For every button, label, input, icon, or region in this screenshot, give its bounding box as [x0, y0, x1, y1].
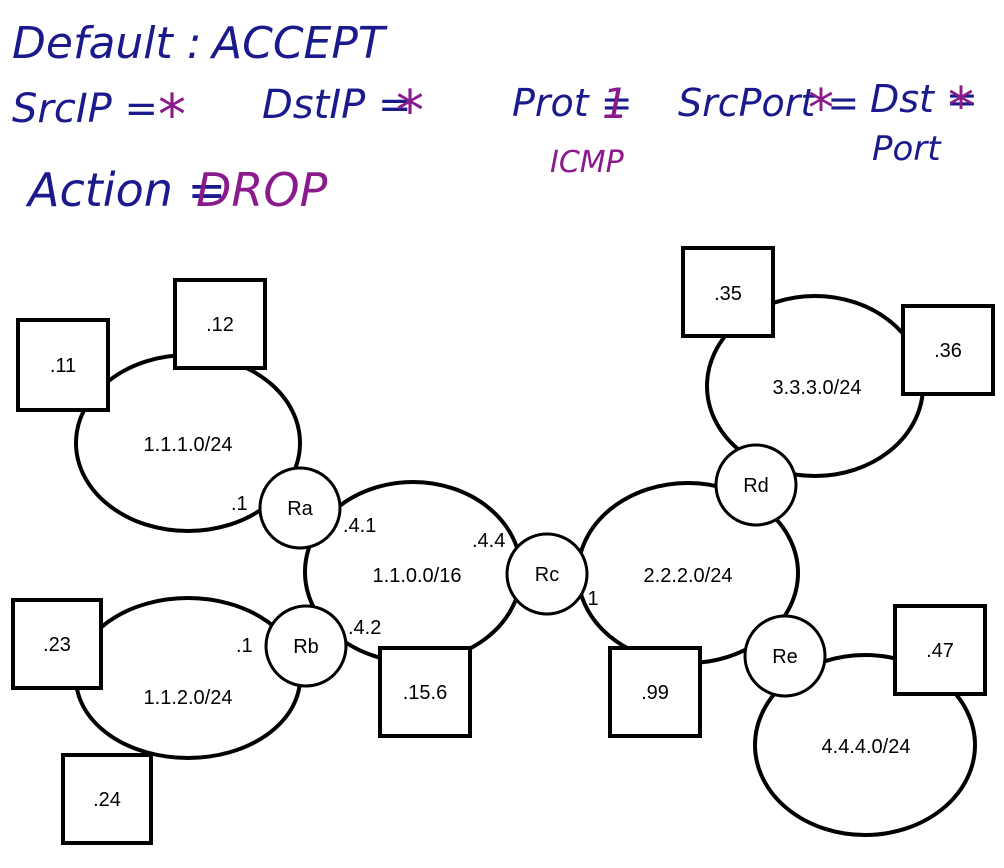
action-label: Action =: [25, 163, 226, 217]
interface-label-rb-right: .4.2: [348, 617, 381, 639]
host-label-35: .35: [714, 283, 742, 305]
router-label-re: Re: [772, 646, 798, 668]
prot-value: 1: [602, 79, 629, 128]
network-label-1-1-0: 1.1.0.0/16: [373, 565, 462, 587]
router-ra: [258, 466, 342, 550]
host-99: [608, 646, 702, 738]
router-rd: [714, 443, 798, 527]
host-11: [16, 318, 110, 412]
host-23: [11, 598, 103, 690]
action-value: DROP: [196, 163, 328, 217]
host-label-47: .47: [926, 640, 954, 662]
src-port-value: *: [808, 79, 834, 139]
host-12-highlighted: [173, 278, 267, 370]
host-label-15-6: .15.6: [403, 682, 447, 704]
host-35: [681, 246, 775, 338]
src-port-label: SrcPort =: [678, 81, 859, 125]
network-label-4-4-4: 4.4.4.0/24: [822, 736, 911, 758]
interface-label-rc-right: .1: [582, 588, 599, 610]
prot-label: Prot =: [512, 81, 633, 125]
router-label-rb: Rb: [293, 636, 319, 658]
router-label-rc: Rc: [535, 564, 559, 586]
network-label-3-3-3: 3.3.3.0/24: [773, 377, 862, 399]
default-label: Default :: [12, 18, 202, 69]
host-label-12: .12: [206, 314, 234, 336]
prot-note: ICMP: [550, 145, 625, 180]
host-36: [901, 304, 995, 396]
host-24: [61, 753, 153, 845]
dst-ip-value: *: [396, 79, 424, 144]
interface-label-rb-left: .1: [236, 635, 253, 657]
network-label-2-2-2: 2.2.2.0/24: [644, 565, 733, 587]
network-label-1-1-1: 1.1.1.0/24: [144, 434, 233, 456]
network-4-4-4: [753, 653, 977, 837]
host-label-36: .36: [934, 340, 962, 362]
host-label-23: .23: [43, 634, 71, 656]
interface-label-ra-right: .4.1: [343, 515, 376, 537]
router-re: [743, 614, 827, 698]
host-15-6: [378, 646, 472, 738]
host-label-99: .99: [641, 682, 669, 704]
router-label-ra: Ra: [287, 498, 313, 520]
host-label-24: .24: [93, 789, 121, 811]
firewall-rule: Default : ACCEPT SrcIP = * DstIP = * Pro…: [12, 18, 978, 217]
interface-label-rc-left: .4.4: [472, 530, 505, 552]
dst-ip-label: DstIP =: [262, 82, 411, 128]
network-1-1-2: [74, 596, 302, 760]
dst-port-value: *: [948, 77, 974, 137]
host-label-11: .11: [50, 355, 76, 377]
router-label-rd: Rd: [743, 475, 769, 497]
src-ip-value: *: [158, 83, 186, 148]
network-label-1-1-2: 1.1.2.0/24: [144, 687, 233, 709]
dst-port-label: Dst =: [870, 77, 978, 121]
src-ip-label: SrcIP =: [12, 86, 158, 132]
router-rc: [505, 532, 589, 616]
dst-port-label-port: Port: [872, 129, 942, 169]
default-value: ACCEPT: [209, 18, 388, 69]
router-rb: [264, 604, 348, 688]
interface-label-ra-left: .1: [231, 493, 248, 515]
host-47: [893, 604, 987, 696]
